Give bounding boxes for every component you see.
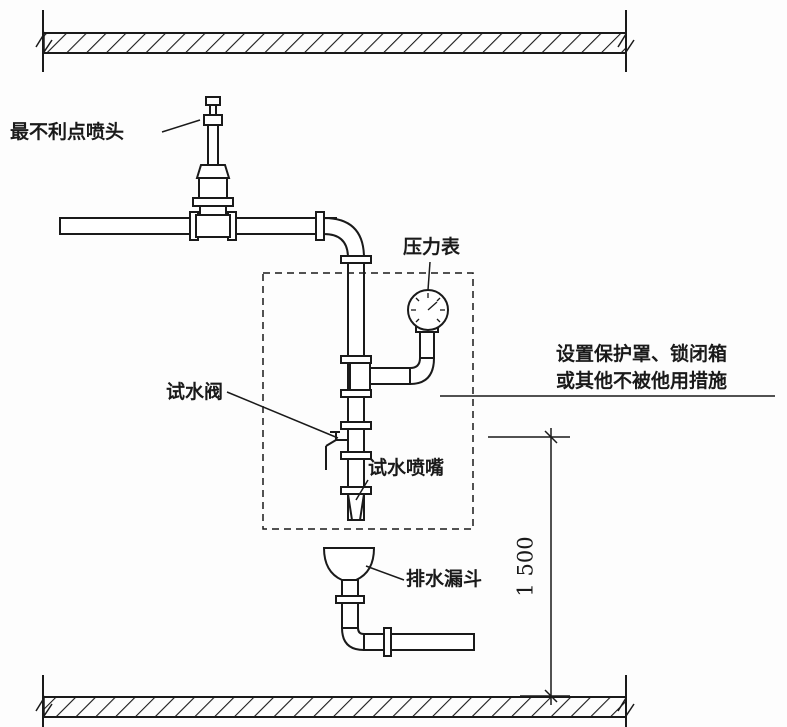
drain-funnel-icon xyxy=(322,547,475,657)
dimension-height-text: 1 500 xyxy=(513,536,538,597)
label-protect-line2: 或其他不被他用措施 xyxy=(556,370,728,392)
label-gauge: 压力表 xyxy=(403,236,461,258)
floor-slab xyxy=(35,675,635,727)
main-pipe xyxy=(59,211,366,259)
label-test-valve: 试水阀 xyxy=(166,381,224,403)
label-protect-line1: 设置保护罩、锁闭箱 xyxy=(556,343,728,365)
height-dimension xyxy=(488,428,570,705)
test-valve-icon xyxy=(325,431,348,470)
leader-lines xyxy=(161,119,775,581)
label-test-nozzle: 试水喷嘴 xyxy=(368,457,445,479)
riser-pipe xyxy=(340,255,372,521)
ceiling-slab xyxy=(35,10,635,72)
label-sprinkler: 最不利点喷头 xyxy=(10,121,125,143)
pressure-gauge-icon xyxy=(407,289,449,331)
protective-enclosure xyxy=(262,272,474,530)
gauge-branch-pipe xyxy=(369,325,439,386)
sprinkler-head-icon xyxy=(192,96,234,219)
label-funnel: 排水漏斗 xyxy=(406,568,483,590)
